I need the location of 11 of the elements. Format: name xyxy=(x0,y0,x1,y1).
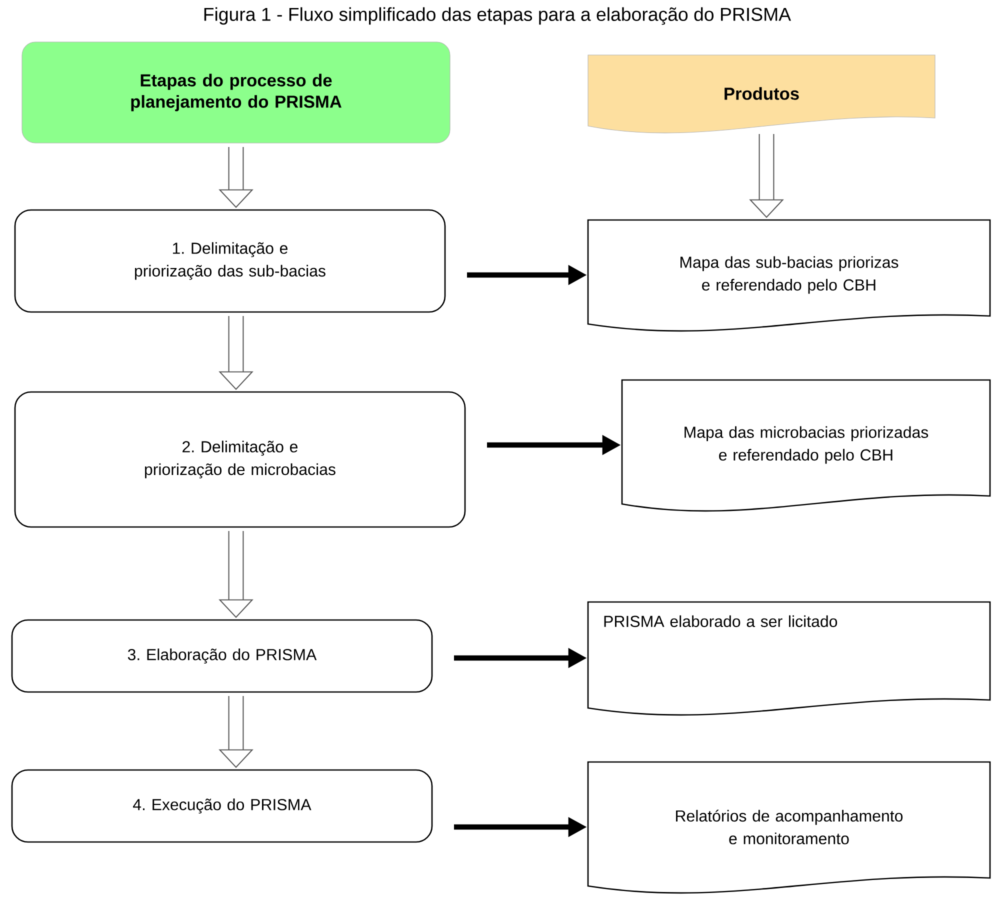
document-box: PRISMA elaborado a ser licitado xyxy=(587,601,991,716)
document-box: Relatórios de acompanhamento e monitoramento xyxy=(587,761,991,894)
process-box: 1. Delimitação e priorização das sub-bacias xyxy=(14,209,446,313)
figure-title: Figura 1 - Fluxo simplificado das etapas para a elaboração do PRISMA xyxy=(204,7,792,25)
header-box: Produtos xyxy=(588,54,936,134)
process-box: 4. Execução do PRISMA xyxy=(11,769,433,843)
process-box: 3. Elaboração do PRISMA xyxy=(11,619,433,693)
document-box: Mapa das microbacias priorizadas e referendado pelo CBH xyxy=(621,379,991,512)
document-box: Mapa das sub-bacias priorizas e referendado pelo CBH xyxy=(587,219,991,332)
header-box: Etapas do processo de planejamento do PRISMA xyxy=(22,42,450,144)
process-box: 2. Delimitação e priorização de microbacias xyxy=(14,391,466,528)
